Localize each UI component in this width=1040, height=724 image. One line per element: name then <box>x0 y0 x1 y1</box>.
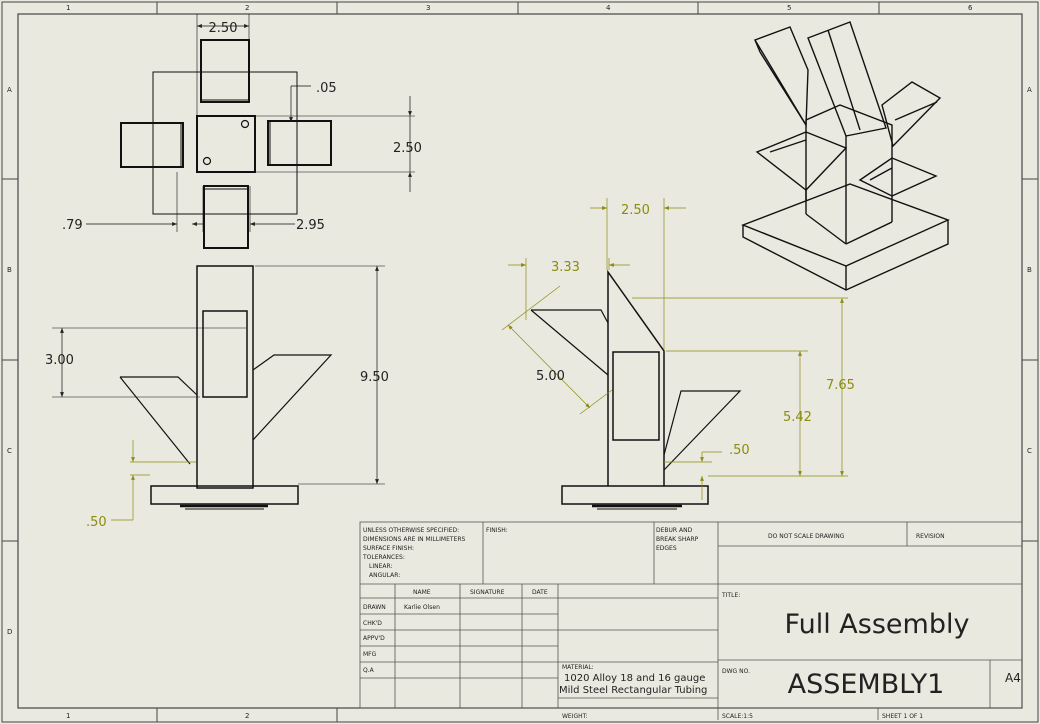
note-dimensions: DIMENSIONS ARE IN MILLIMETERS <box>363 536 465 543</box>
side-dim-mid: 5.42 <box>783 410 812 425</box>
side-dim-arm-length: 5.00 <box>536 369 565 384</box>
dwg-no-label: DWG NO. <box>722 668 750 675</box>
scale-label: SCALE:1:5 <box>722 713 753 720</box>
sheet-size: A4 <box>1005 671 1021 685</box>
side-view-dim-lines <box>501 198 848 500</box>
drawing-title: Full Assembly <box>785 609 970 640</box>
note-surface: SURFACE FINISH: <box>363 545 414 552</box>
zone-row-b-right: B <box>1027 266 1032 274</box>
side-dim-overall: 7.65 <box>826 378 855 393</box>
zone-col-3: 3 <box>426 4 430 12</box>
note-angular: ANGULAR: <box>369 572 400 579</box>
row-appvd: APPV'D <box>363 635 385 642</box>
title-block-text: UNLESS OTHERWISE SPECIFIED: DIMENSIONS A… <box>362 527 1021 720</box>
side-view-dimensions: 2.50 3.33 5.00 7.65 5.42 .50 <box>536 203 855 458</box>
zone-row-a: A <box>7 86 12 94</box>
front-view <box>52 265 385 510</box>
note-unless: UNLESS OTHERWISE SPECIFIED: <box>363 527 459 534</box>
zone-row-c-right: C <box>1027 447 1032 455</box>
drawn-name: Karlie Olsen <box>404 604 440 611</box>
top-dim-height: 2.50 <box>393 141 422 156</box>
top-dim-right-offset: 2.95 <box>296 218 325 233</box>
top-view-dimensions: 2.50 .05 2.50 .79 2.95 <box>62 21 422 233</box>
deburr-1: DEBUR AND <box>656 527 693 534</box>
side-dim-width: 2.50 <box>621 203 650 218</box>
top-dim-left-offset: .79 <box>62 218 83 233</box>
revision-label: REVISION <box>916 533 945 540</box>
front-dim-total-height: 9.50 <box>360 370 389 385</box>
col-signature: SIGNATURE <box>470 589 505 596</box>
row-mfg: MFG <box>363 651 377 658</box>
material-line-1: 1020 Alloy 18 and 16 gauge <box>564 673 705 684</box>
front-view-dimensions: 9.50 3.00 .50 <box>45 353 389 530</box>
do-not-scale: DO NOT SCALE DRAWING <box>768 533 845 540</box>
zone-col-5: 5 <box>787 4 791 12</box>
deburr-2: BREAK SHARP <box>656 536 699 543</box>
zone-col-6: 6 <box>968 4 973 12</box>
side-dim-base: .50 <box>729 443 750 458</box>
zone-row-d: D <box>7 628 12 636</box>
row-drawn: DRAWN <box>363 604 386 611</box>
finish-label: FINISH: <box>486 527 508 534</box>
note-tolerances: TOLERANCES: <box>362 554 405 561</box>
zone-col-1-bottom: 1 <box>66 712 70 720</box>
zone-row-a-right: A <box>1027 86 1032 94</box>
dwg-no: ASSEMBLY1 <box>788 669 945 700</box>
deburr-3: EDGES <box>656 545 677 552</box>
zone-col-4: 4 <box>606 4 611 12</box>
zone-labels: 1 2 3 4 5 6 1 2 A B C D A B C <box>7 4 1032 720</box>
side-view <box>530 269 742 510</box>
weight-label: WEIGHT: <box>562 713 588 720</box>
front-dim-base: .50 <box>86 515 107 530</box>
material-line-2: Mild Steel Rectangular Tubing <box>559 685 707 696</box>
zone-row-c: C <box>7 447 12 455</box>
top-dim-width: 2.50 <box>209 21 238 36</box>
top-dim-thickness: .05 <box>316 81 337 96</box>
front-view-dim-lines <box>111 440 196 521</box>
row-qa: Q.A <box>363 667 375 674</box>
title-block <box>359 521 1023 720</box>
col-name: NAME <box>413 589 431 596</box>
title-label: TITLE: <box>721 592 740 599</box>
front-dim-arm: 3.00 <box>45 353 74 368</box>
zone-col-2-bottom: 2 <box>245 712 249 720</box>
zone-col-1: 1 <box>66 4 70 12</box>
side-dim-arm-offset: 3.33 <box>551 260 580 275</box>
zone-col-2: 2 <box>245 4 249 12</box>
top-view <box>86 14 415 249</box>
isometric-view <box>741 21 950 291</box>
material-label: MATERIAL: <box>562 664 594 671</box>
zone-row-b: B <box>7 266 12 274</box>
col-date: DATE <box>532 589 548 596</box>
note-linear: LINEAR: <box>369 563 393 570</box>
sheet-label: SHEET 1 OF 1 <box>882 713 923 720</box>
row-chkd: CHK'D <box>363 620 382 627</box>
